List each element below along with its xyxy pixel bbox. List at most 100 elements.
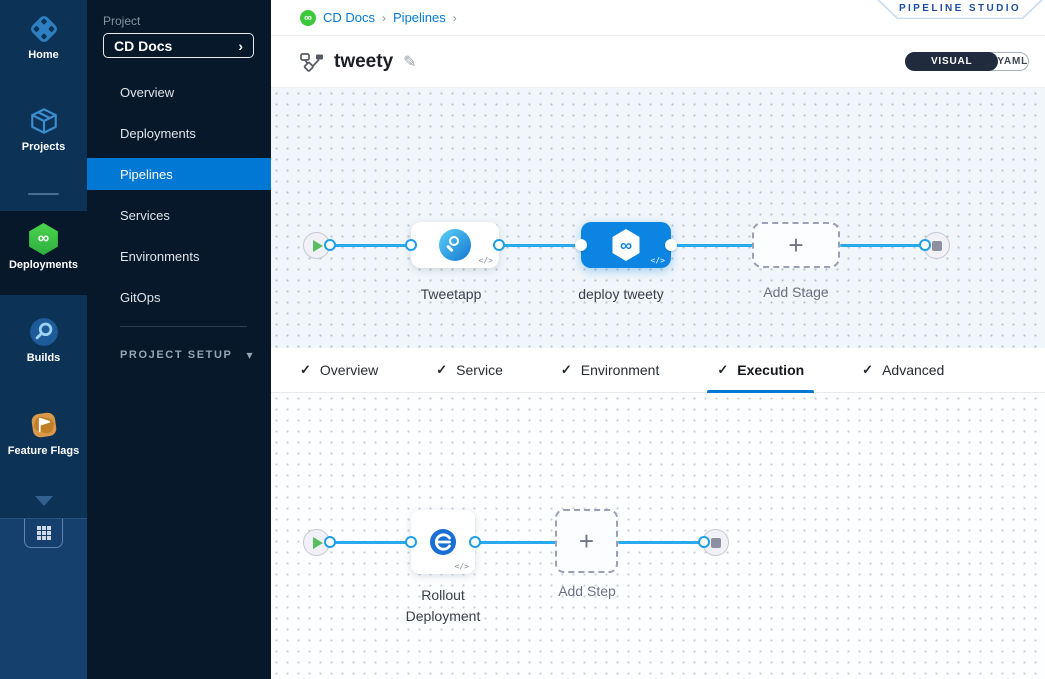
rail-label-builds: Builds	[26, 352, 61, 364]
check-icon: ✓	[436, 362, 448, 377]
node-port[interactable]	[469, 536, 481, 548]
sidebar-item-environments[interactable]: Environments	[120, 248, 200, 264]
stage-config-tabs: ✓ Overview ✓ Service ✓ Environment ✓ Exe…	[271, 348, 1045, 393]
rail-more-chevron-down-icon[interactable]	[35, 496, 53, 506]
stop-icon	[710, 537, 721, 548]
rail-item-projects[interactable]: Projects	[0, 105, 87, 153]
project-selector[interactable]: CD Docs ›	[103, 33, 254, 58]
toggle-yaml[interactable]: YAML	[997, 56, 1028, 67]
tab-overview[interactable]: ✓ Overview	[290, 348, 388, 393]
cd-stage-icon	[439, 229, 471, 261]
check-icon: ✓	[717, 362, 729, 377]
breadcrumb: ∞ CD Docs › Pipelines › PIPELINE STUDIO	[271, 0, 1045, 36]
sidebar-item-services[interactable]: Services	[120, 207, 170, 223]
node-port[interactable]	[405, 536, 417, 548]
execution-end-node[interactable]	[702, 529, 729, 556]
pipeline-studio-badge-label: PIPELINE STUDIO	[898, 3, 1022, 15]
pipeline-icon	[300, 52, 323, 72]
breadcrumb-separator: ›	[452, 10, 457, 25]
stage-node-tweetapp[interactable]: </>	[411, 222, 499, 268]
connector-line	[671, 243, 756, 247]
node-port[interactable]	[575, 239, 587, 251]
add-step-label: Add Step	[558, 583, 616, 599]
project-setup-label: PROJECT SETUP	[120, 349, 233, 361]
node-port[interactable]	[493, 239, 505, 251]
toggle-visual[interactable]: VISUAL	[905, 52, 999, 71]
tab-label: Overview	[319, 362, 379, 378]
project-setup-toggle[interactable]: PROJECT SETUP ▾	[120, 348, 253, 362]
tab-label: Advanced	[882, 362, 945, 378]
add-stage-label: Add Stage	[763, 284, 829, 300]
execution-canvas[interactable]: </> Rollout Deployment + Add Step	[271, 393, 1045, 679]
module-grid-button[interactable]	[24, 519, 63, 548]
code-glyph: </>	[650, 256, 665, 265]
sidebar-item-gitops[interactable]: GitOps	[120, 289, 161, 305]
cd-module-icon: ∞	[300, 9, 316, 26]
visual-yaml-toggle[interactable]: VISUAL YAML	[905, 52, 1029, 71]
stage-canvas[interactable]: </> Tweetapp ∞ </> deploy tweety + Add S…	[271, 88, 1045, 348]
rail-item-builds[interactable]: Builds	[0, 316, 87, 364]
step-label-rollout-deployment: Rollout Deployment	[405, 587, 481, 624]
tab-service[interactable]: ✓ Service	[426, 348, 513, 393]
tab-advanced[interactable]: ✓ Advanced	[852, 348, 954, 393]
connector-line	[330, 243, 415, 247]
add-stage-button[interactable]: +	[752, 222, 840, 268]
check-icon: ✓	[300, 362, 311, 377]
infinity-glyph: ∞	[37, 230, 50, 247]
pipeline-title-row: tweety ✎ VISUAL YAML	[271, 36, 1045, 88]
grid-icon	[36, 526, 51, 540]
rail-bottom-section	[0, 518, 87, 679]
rollout-deployment-icon	[430, 529, 456, 555]
chevron-right-icon: ›	[238, 37, 243, 54]
deployments-cd-icon: ∞	[29, 223, 58, 255]
tab-label: Environment	[580, 362, 660, 378]
projects-icon	[30, 108, 57, 134]
stage-label-deploy-tweety: deploy tweety	[578, 286, 664, 302]
sidebar-item-overview[interactable]: Overview	[120, 84, 175, 100]
stop-icon	[931, 240, 942, 251]
add-step-button[interactable]: +	[555, 509, 618, 573]
connector-line	[499, 243, 585, 247]
pipeline-title: tweety	[334, 50, 394, 72]
rail-divider	[28, 193, 59, 195]
tab-execution[interactable]: ✓ Execution	[707, 348, 814, 393]
rail-label-feature-flags: Feature Flags	[7, 445, 80, 457]
rail-item-feature-flags[interactable]: Feature Flags	[0, 409, 87, 457]
step-node-rollout-deployment[interactable]: </>	[411, 510, 475, 574]
sidebar-nav: Overview Deployments Pipelines Services …	[87, 76, 271, 322]
rail-label-deployments: Deployments	[8, 259, 79, 271]
play-icon	[313, 239, 323, 252]
module-rail: Home Projects ∞ Deployments Builds	[0, 0, 87, 679]
check-icon: ✓	[560, 362, 572, 377]
sidebar-item-pipelines[interactable]: Pipelines	[87, 158, 271, 190]
rail-item-home[interactable]: Home	[0, 13, 87, 61]
stage-node-deploy-tweety[interactable]: ∞ </>	[581, 222, 671, 268]
tab-environment[interactable]: ✓ Environment	[551, 348, 670, 393]
connector-line	[330, 540, 415, 544]
breadcrumb-pipelines-link[interactable]: Pipelines	[393, 10, 446, 25]
node-port[interactable]	[919, 239, 931, 251]
sidebar-divider	[120, 326, 247, 327]
node-port[interactable]	[324, 536, 336, 548]
breadcrumb-separator: ›	[382, 10, 387, 25]
sidebar-item-deployments[interactable]: Deployments	[120, 125, 196, 141]
node-port[interactable]	[405, 239, 417, 251]
edit-pencil-icon[interactable]: ✎	[403, 53, 417, 71]
builds-icon	[29, 318, 58, 346]
connector-line	[475, 540, 559, 544]
pipeline-studio-badge: PIPELINE STUDIO	[877, 0, 1043, 19]
feature-flags-icon	[31, 412, 56, 438]
node-port[interactable]	[324, 239, 336, 251]
rail-item-deployments[interactable]: ∞ Deployments	[0, 223, 87, 271]
home-icon	[30, 16, 57, 42]
infinity-glyph: ∞	[619, 235, 633, 255]
stage-label-tweetapp: Tweetapp	[420, 286, 482, 302]
breadcrumb-project-link[interactable]: CD Docs	[323, 10, 376, 25]
tab-label: Execution	[737, 362, 805, 378]
connector-line	[840, 243, 926, 247]
rail-label-home: Home	[28, 49, 59, 61]
node-port[interactable]	[698, 536, 710, 548]
node-port[interactable]	[665, 239, 677, 251]
chevron-down-icon: ▾	[246, 348, 253, 362]
